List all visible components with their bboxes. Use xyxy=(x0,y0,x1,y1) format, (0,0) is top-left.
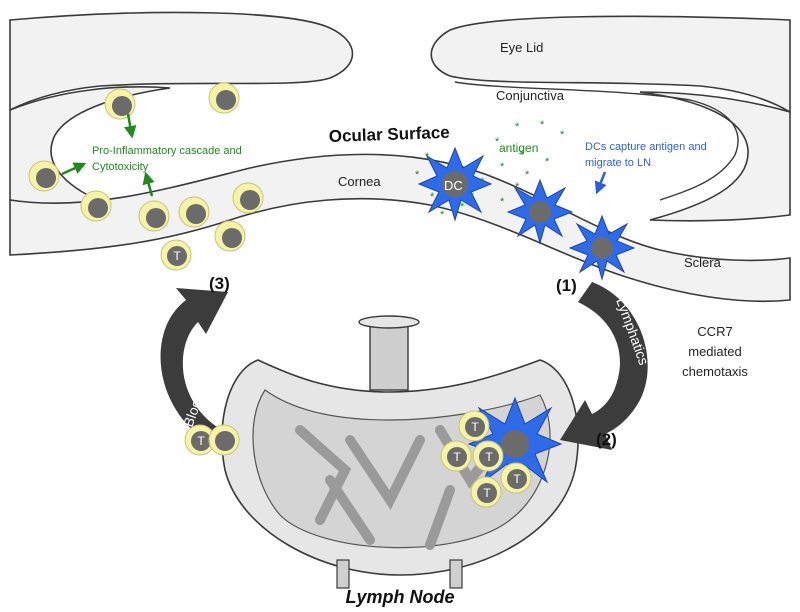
svg-text:*: * xyxy=(425,151,430,163)
t-cell-node-5: T xyxy=(500,462,532,494)
ccr7-line3: chemotaxis xyxy=(682,364,748,379)
pro-inflammatory-line1: Pro-Inflammatory cascade and xyxy=(92,145,242,157)
svg-text:*: * xyxy=(480,176,485,188)
pro-inflammatory-line2: Cytotoxicity xyxy=(92,161,149,173)
t-cell-label: T xyxy=(483,486,491,500)
svg-text:*: * xyxy=(525,169,530,181)
dc-capture-line2: migrate to LN xyxy=(585,157,651,169)
t-cell-label: T xyxy=(471,420,479,434)
t-cell-node-2: T xyxy=(440,440,472,472)
eye-lid-label: Eye Lid xyxy=(500,40,543,55)
svg-text:*: * xyxy=(520,149,525,161)
antigen-particles: *** *** *** *** *** ** xyxy=(415,119,565,221)
svg-text:*: * xyxy=(500,161,505,173)
lymphatics-arrow xyxy=(560,282,648,450)
svg-text:*: * xyxy=(460,201,465,213)
svg-text:*: * xyxy=(430,191,435,203)
cornea-sclera-band xyxy=(9,153,791,303)
t-cell-node-3: T xyxy=(472,440,504,472)
green-arrow-right xyxy=(61,162,87,176)
svg-text:*: * xyxy=(440,209,445,221)
immune-cell xyxy=(214,220,246,252)
t-cell-node-4: T xyxy=(470,476,502,508)
step-3-label: (3) xyxy=(209,274,230,293)
ccr7-line2: mediated xyxy=(688,344,741,359)
conjunctiva-right-inner xyxy=(454,81,739,201)
immune-cell xyxy=(232,182,264,214)
ocular-surface-label: Ocular Surface xyxy=(328,123,450,146)
t-cell-vessel-2 xyxy=(208,424,240,456)
conjunctiva-label: Conjunctiva xyxy=(496,88,565,103)
lymph-node-label: Lymph Node xyxy=(345,587,454,607)
eye-lid-right-tissue xyxy=(430,15,791,114)
svg-text:*: * xyxy=(545,156,550,168)
t-cell-vessel-1: T xyxy=(184,424,216,456)
conjunctiva-right-tissue xyxy=(639,91,791,222)
t-cell-node-1: T xyxy=(458,410,490,442)
svg-text:*: * xyxy=(470,191,475,203)
eye-lid-tissue xyxy=(9,11,354,112)
antigen-label: antigen xyxy=(499,141,538,155)
ccr7-line1: CCR7 xyxy=(697,324,732,339)
t-cell-label: T xyxy=(173,249,181,263)
svg-text:*: * xyxy=(415,169,420,181)
cornea-label: Cornea xyxy=(338,174,381,189)
dendritic-cell-2 xyxy=(506,178,574,245)
immune-cell xyxy=(80,190,112,222)
t-cell-tissue: T xyxy=(160,239,192,271)
svg-text:*: * xyxy=(500,196,505,208)
dendritic-cell-1 xyxy=(417,146,493,222)
t-cell-label: T xyxy=(485,450,493,464)
immune-cell xyxy=(178,196,210,228)
immune-cell xyxy=(28,160,60,192)
immune-cell xyxy=(208,82,240,114)
immune-cell xyxy=(138,200,170,232)
step-2-label: (2) xyxy=(596,430,617,449)
green-arrow-down xyxy=(124,113,137,139)
immune-cell xyxy=(104,88,136,120)
svg-text:*: * xyxy=(560,129,565,141)
dc-label: DC xyxy=(444,178,463,193)
t-cell-label: T xyxy=(197,434,205,448)
green-arrow-up xyxy=(142,171,155,197)
svg-text:*: * xyxy=(515,121,520,133)
dc-capture-line1: DCs capture antigen and xyxy=(585,141,707,153)
svg-text:*: * xyxy=(540,119,545,131)
svg-text:*: * xyxy=(515,181,520,193)
t-cell-label: T xyxy=(453,450,461,464)
blue-arrow xyxy=(594,171,607,195)
step-1-label: (1) xyxy=(556,276,577,295)
blood-vessels-arrow xyxy=(160,288,228,442)
svg-text:*: * xyxy=(495,136,500,148)
t-cell-label: T xyxy=(513,472,521,486)
sclera-label: Sclera xyxy=(684,255,722,270)
dendritic-cell-3 xyxy=(568,214,636,281)
